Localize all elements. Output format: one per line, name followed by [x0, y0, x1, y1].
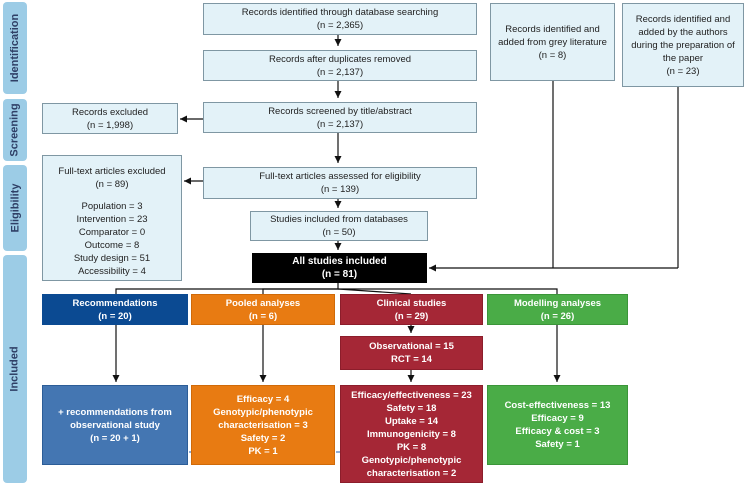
box-clinical-studies: Clinical studies (n = 29) [340, 294, 483, 325]
box-records-screened: Records screened by title/abstract (n = … [203, 102, 477, 133]
box-fulltext-assessed: Full-text articles assessed for eligibil… [203, 167, 477, 199]
box-recommendations-detail: + recommendations from observational stu… [42, 385, 188, 465]
stage-label: Eligibility [9, 183, 21, 233]
box-clinical-detail: Efficacy/effectiveness = 23 Safety = 18 … [340, 385, 483, 483]
box-database-search: Records identified through database sear… [203, 3, 477, 35]
box-included-from-databases: Studies included from databases (n = 50) [250, 211, 428, 241]
box-pooled-detail: Efficacy = 4 Genotypic/phenotypic charac… [191, 385, 335, 465]
box-grey-literature: Records identified and added from grey l… [490, 3, 615, 81]
box-recommendations: Recommendations (n = 20) [42, 294, 188, 325]
stage-screening: Screening [3, 99, 27, 161]
stage-label: Included [9, 346, 22, 392]
stage-label: Screening [9, 103, 21, 157]
box-modelling-analyses: Modelling analyses (n = 26) [487, 294, 628, 325]
stage-eligibility: Eligibility [3, 165, 27, 251]
stage-identification: Identification [3, 2, 27, 94]
stage-included: Included [3, 255, 27, 483]
stage-label: Identification [9, 13, 22, 83]
box-all-studies-included: All studies included (n = 81) [252, 253, 427, 283]
box-modelling-detail: Cost-effectiveness = 13 Efficacy = 9 Eff… [487, 385, 628, 465]
box-records-excluded: Records excluded (n = 1,998) [42, 103, 178, 134]
box-pooled-analyses: Pooled analyses (n = 6) [191, 294, 335, 325]
box-authors: Records identified and added by the auth… [622, 3, 744, 87]
box-fulltext-excluded: Full-text articles excluded (n = 89) Pop… [42, 155, 182, 281]
box-clinical-study-types: Observational = 15 RCT = 14 [340, 336, 483, 370]
box-after-duplicates: Records after duplicates removed (n = 2,… [203, 50, 477, 81]
